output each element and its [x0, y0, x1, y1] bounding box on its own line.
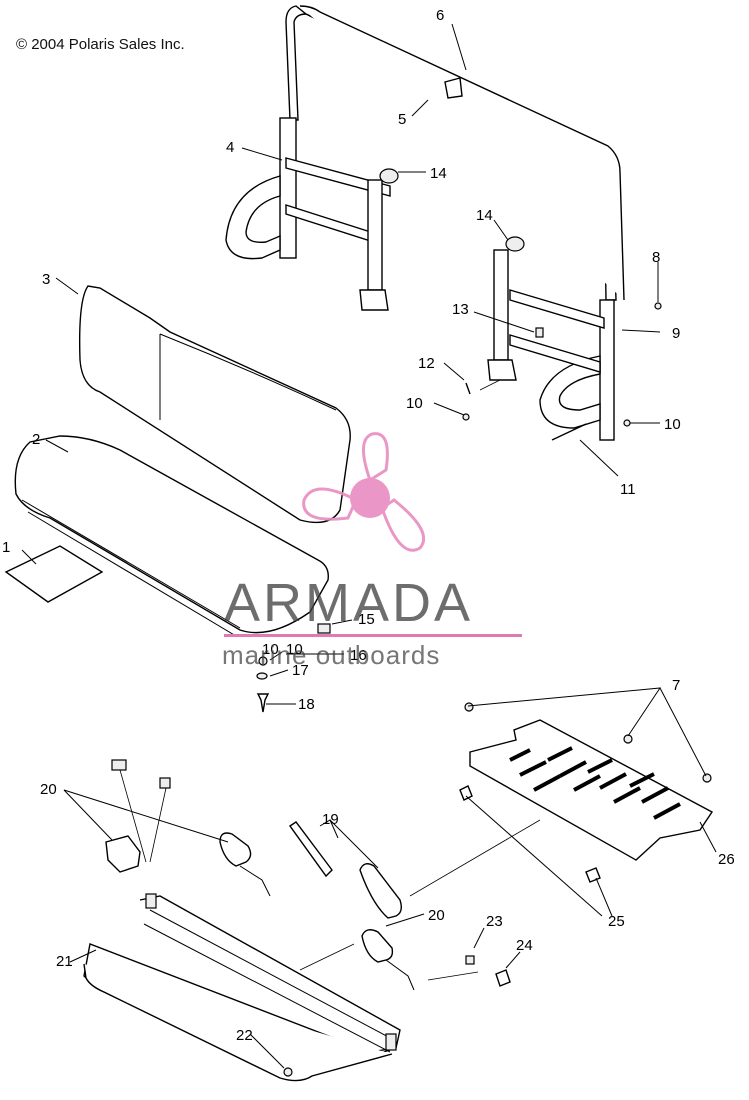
part-22 — [283, 1067, 293, 1077]
part-10-mid — [462, 413, 470, 421]
callout-22: 22 — [236, 1027, 253, 1044]
part-8 — [654, 302, 662, 310]
screw-7-c — [702, 773, 712, 783]
clip-25-b — [585, 867, 601, 883]
floor-plate-slots — [509, 746, 681, 820]
callout-5: 5 — [398, 111, 406, 128]
callout-2: 2 — [32, 431, 40, 448]
callout-21: 21 — [56, 953, 73, 970]
decal — [4, 545, 104, 603]
callout-4: 4 — [226, 139, 234, 156]
callout-20-right: 20 — [428, 907, 445, 924]
floor-plate — [469, 719, 714, 861]
callout-18: 18 — [298, 696, 315, 713]
alignment-lines — [119, 379, 541, 981]
callout-6: 6 — [436, 7, 444, 24]
part-12 — [465, 382, 471, 395]
seat-back-cushion — [79, 285, 351, 524]
callout-13: 13 — [452, 301, 469, 318]
callout-3: 3 — [42, 271, 50, 288]
callout-10-right: 10 — [664, 416, 681, 433]
callout-1: 1 — [2, 539, 10, 556]
latch-20-c — [361, 929, 394, 963]
watermark-underline — [224, 634, 522, 637]
part-18 — [256, 693, 270, 713]
part-11 — [551, 423, 587, 441]
watermark-propeller-logo — [302, 432, 426, 552]
part-24 — [495, 969, 511, 987]
strap-19-b — [359, 863, 403, 919]
seat-frame — [225, 5, 625, 441]
screw-7-a — [464, 702, 474, 712]
callout-23: 23 — [486, 913, 503, 930]
callout-24: 24 — [516, 937, 533, 954]
strap-19-a — [289, 821, 333, 878]
watermark-tagline: marine outboards — [222, 640, 441, 670]
callout-12: 12 — [418, 355, 435, 372]
bolt-a — [111, 759, 127, 771]
part-23 — [465, 955, 475, 965]
base-post-a — [145, 893, 157, 909]
callout-10-mid: 10 — [406, 395, 423, 412]
part-13 — [535, 327, 544, 338]
leader-lines — [21, 23, 717, 1069]
base-post-b — [385, 1033, 397, 1051]
clip-25-a — [459, 785, 473, 801]
callout-7: 7 — [672, 677, 680, 694]
callout-labels: 1 2 3 4 5 6 7 8 9 10 10 10 11 12 13 14 1… — [2, 7, 735, 1044]
callout-16: 16 — [350, 647, 367, 664]
latch-20-a — [219, 832, 252, 867]
part-10-washer — [258, 656, 268, 666]
part-10-right — [623, 419, 631, 427]
callout-20-left: 20 — [40, 781, 57, 798]
callout-10-small: 10 — [262, 641, 279, 658]
callout-14-left: 14 — [430, 165, 447, 182]
callout-26: 26 — [718, 851, 735, 868]
latch-20-b — [105, 835, 141, 873]
part-15 — [317, 623, 331, 634]
callout-10-lower: 10 — [286, 641, 303, 658]
callout-11: 11 — [620, 481, 636, 498]
part-17 — [256, 672, 268, 680]
callout-19: 19 — [322, 811, 339, 828]
callout-14-right: 14 — [476, 207, 493, 224]
watermark-brand: ARMADA — [224, 573, 474, 633]
callout-17: 17 — [292, 662, 309, 679]
copyright-notice: © 2004 Polaris Sales Inc. — [16, 36, 185, 53]
callout-8: 8 — [652, 249, 660, 266]
callout-15: 15 — [358, 611, 375, 628]
knob-14-right — [505, 236, 525, 252]
bolt-b — [159, 777, 171, 789]
screw-7-b — [623, 734, 633, 744]
knob-14-left — [379, 168, 399, 184]
callout-9: 9 — [672, 325, 680, 342]
callout-25: 25 — [608, 913, 625, 930]
seat-bottom-cushion — [14, 435, 329, 634]
